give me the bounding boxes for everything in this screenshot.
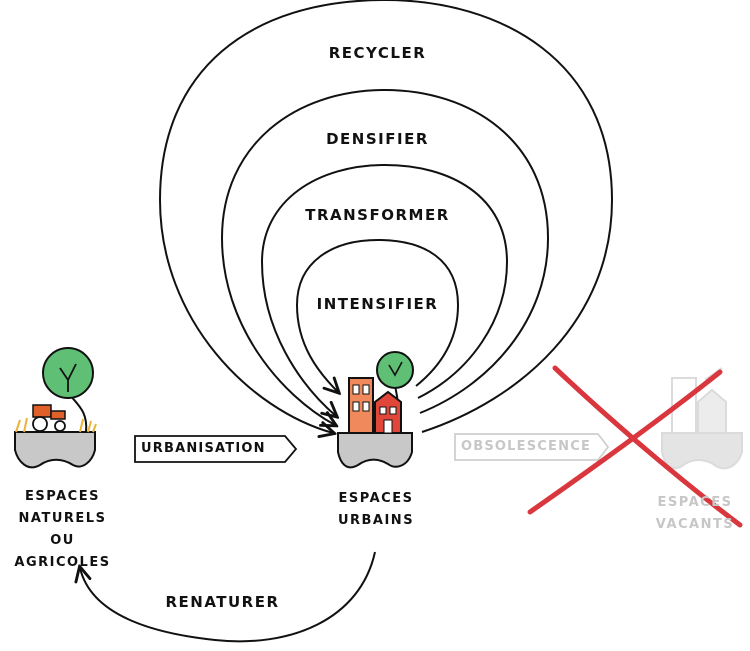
arc-recycler bbox=[158, 0, 614, 433]
node-urban-label: ESPACES URBAINS bbox=[316, 488, 436, 532]
label-intensifier: INTENSIFIER bbox=[316, 295, 439, 313]
tree-icon-natural bbox=[42, 347, 94, 399]
label-obsolescence: OBSOLESCENCE bbox=[461, 439, 592, 454]
label-urbanisation: URBANISATION bbox=[141, 441, 266, 456]
arc-transformer bbox=[260, 163, 509, 416]
wheat-icon bbox=[15, 417, 97, 433]
urban-island-ground bbox=[337, 432, 413, 469]
urban-line2: URBAINS bbox=[337, 513, 415, 528]
label-densifier: DENSIFIER bbox=[326, 130, 429, 148]
building-faded-tall bbox=[671, 377, 697, 434]
natural-line3: OU AGRICOLES bbox=[14, 533, 111, 570]
vacant-line2: VACANTS bbox=[655, 517, 735, 532]
tree-trunk-natural bbox=[69, 394, 88, 433]
node-vacant-label: ESPACES VACANTS bbox=[640, 492, 750, 536]
urban-line1: ESPACES bbox=[338, 491, 414, 506]
tree-icon-urban bbox=[376, 351, 414, 389]
node-natural-label: ESPACES NATURELS OU AGRICOLES bbox=[0, 486, 125, 574]
arc-densifier bbox=[220, 88, 550, 425]
label-renaturer: RENATURER bbox=[165, 593, 280, 611]
urbanisation-banner bbox=[134, 435, 298, 463]
natural-line1: ESPACES bbox=[25, 489, 100, 504]
label-transformer: TRANSFORMER bbox=[305, 206, 450, 224]
label-recycler: RECYCLER bbox=[328, 44, 427, 62]
vacant-line1: ESPACES bbox=[657, 495, 733, 510]
urban-island bbox=[337, 351, 414, 469]
obsolescence-banner bbox=[454, 433, 610, 461]
arc-intensifier bbox=[295, 238, 460, 392]
tractor-icon bbox=[32, 404, 66, 432]
vacant-island-ground bbox=[661, 432, 743, 470]
building-faded-house bbox=[697, 388, 727, 434]
natural-island bbox=[14, 347, 97, 469]
renaturer-arrow bbox=[80, 551, 376, 643]
natural-island-ground bbox=[14, 431, 96, 469]
cross-out-icon bbox=[527, 365, 743, 528]
vacant-island bbox=[661, 367, 743, 470]
natural-line2: NATURELS bbox=[18, 511, 107, 526]
building-house bbox=[374, 390, 402, 434]
